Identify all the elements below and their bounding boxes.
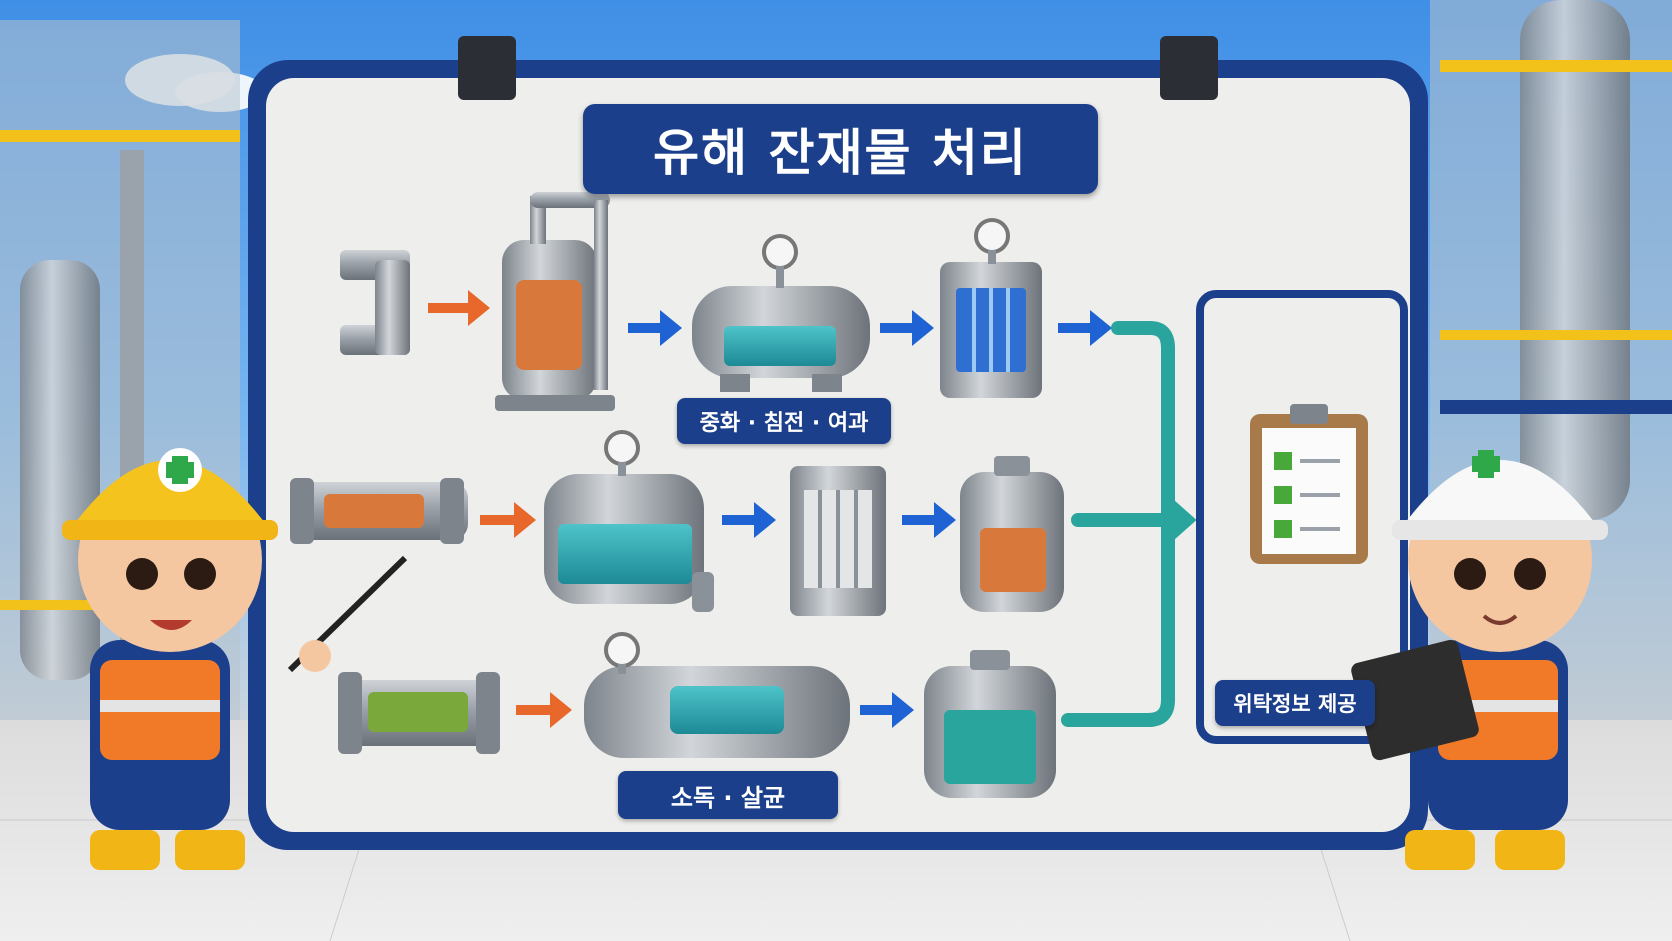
sterilization-tank	[924, 650, 1056, 798]
page-title: 유해 잔재물 처리	[583, 104, 1098, 194]
filter-tower	[495, 192, 615, 411]
filter-cartridge	[790, 466, 886, 616]
merge-connector	[1061, 321, 1197, 727]
arrow-input-1	[428, 290, 490, 326]
arrow-input-3	[516, 692, 572, 728]
arrow-process-4	[722, 502, 776, 538]
outcome-panel	[1196, 290, 1408, 744]
arrow-process-3	[1058, 310, 1112, 346]
arrow-process-5	[902, 502, 956, 538]
arrow-input-2	[480, 502, 536, 538]
settling-tank	[544, 430, 714, 612]
sedimentation-column	[940, 218, 1042, 398]
arrow-process-1	[628, 310, 682, 346]
label-disinfect-sterilize: 소독 · 살균	[618, 771, 838, 819]
worker-right	[1351, 450, 1608, 870]
residue-container	[960, 456, 1064, 612]
disinfection-unit	[584, 632, 850, 758]
pipe-inlet-1	[340, 250, 410, 355]
pipe-inlet-3	[338, 672, 500, 754]
label-consignment-info: 위탁정보 제공	[1215, 680, 1375, 726]
pipe-inlet-2	[290, 478, 468, 544]
neutralization-tank	[692, 234, 870, 392]
label-neutralize-settle-filter: 중화 · 침전 · 여과	[677, 398, 891, 444]
arrow-process-2	[880, 310, 934, 346]
arrow-process-6	[860, 692, 914, 728]
worker-left	[62, 448, 408, 870]
